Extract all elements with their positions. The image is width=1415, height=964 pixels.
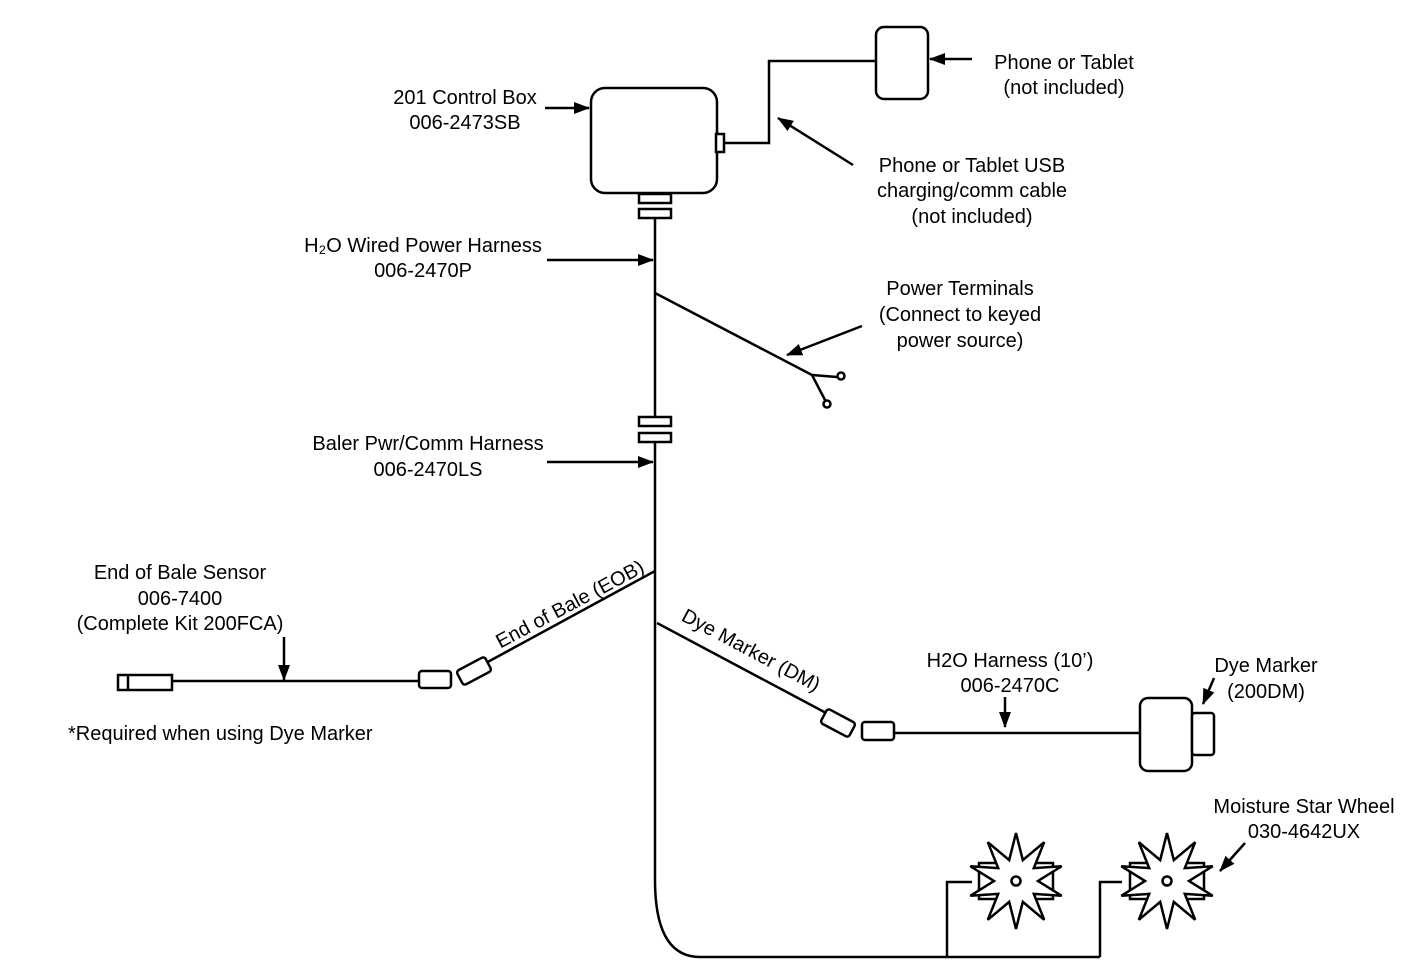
h2o-harness-part: 006-2470C [961,675,1060,697]
star-wheel-arrow [1219,842,1246,872]
eob-sensor-part: 006-7400 [138,588,223,610]
dm-cable-label: Dye Marker (DM) [678,605,824,696]
power-harness-label: H₂O Wired Power Harness [304,235,542,257]
phone-note: (not included) [1003,77,1124,99]
power-terminal-cable [654,291,813,377]
dye-marker-arrow [1201,677,1216,705]
dye-marker-nozzle [1190,711,1216,757]
star-wheel-2-cable [1098,880,1122,957]
star-wheel-part: 030-4642UX [1248,821,1360,843]
usb-cable-note: (not included) [911,206,1032,228]
power-terminal-leads [810,373,838,401]
star-wheel-hub [1010,875,1022,887]
dye-marker [1138,696,1194,773]
main-harness-line [653,218,1100,959]
dye-marker-label: Dye Marker [1214,655,1318,677]
power-terminals-note-2: power source) [897,330,1024,352]
power-terminal-ring [822,399,832,409]
usb-cable-label-2: charging/comm cable [877,180,1067,202]
eob-sensor-connector [417,669,453,690]
baler-harness-part: 006-2470LS [374,459,483,481]
control-box-connector [637,192,673,205]
power-terminals-note: (Connect to keyed [879,304,1041,326]
control-box-label: 201 Control Box [393,87,536,109]
control-box-part: 006-2473SB [409,112,520,134]
h2o-harness-connector [860,720,896,742]
star-wheel-1-cable [945,880,972,957]
phone-tablet [874,25,930,101]
power-harness-connector [637,207,673,220]
eob-required-note: *Required when using Dye Marker [68,723,373,745]
baler-connector-top [637,415,673,428]
control-box-usb-port [714,132,726,154]
control-box [589,86,719,195]
eob-sensor-label: End of Bale Sensor [94,562,267,584]
phone-label: Phone or Tablet [994,52,1134,74]
star-wheel-2 [1120,832,1214,930]
dm-cable [656,621,829,716]
star-wheel-label: Moisture Star Wheel [1213,796,1394,818]
star-wheel-hub [1161,875,1173,887]
power-harness-part: 006-2470P [374,260,472,282]
power-terminals-label: Power Terminals [886,278,1033,300]
eob-cable-label: End of Bale (EOB) [492,556,648,653]
usb-cable [724,59,876,145]
eob-connector [455,656,493,686]
baler-harness-label: Baler Pwr/Comm Harness [312,433,543,455]
eob-sensor [116,673,174,692]
dm-connector [819,708,857,738]
h2o-harness-label: H2O Harness (10’) [927,650,1094,672]
power-terminal-ring [836,371,846,381]
power-terminals-arrow [786,324,863,357]
star-wheel-1 [969,832,1063,930]
usb-cable-arrow [777,116,854,167]
eob-cable [483,569,656,666]
eob-sensor-kit: (Complete Kit 200FCA) [77,613,284,635]
baler-connector-bottom [637,431,673,444]
dye-marker-part: (200DM) [1227,681,1305,703]
usb-cable-label: Phone or Tablet USB [879,155,1065,177]
